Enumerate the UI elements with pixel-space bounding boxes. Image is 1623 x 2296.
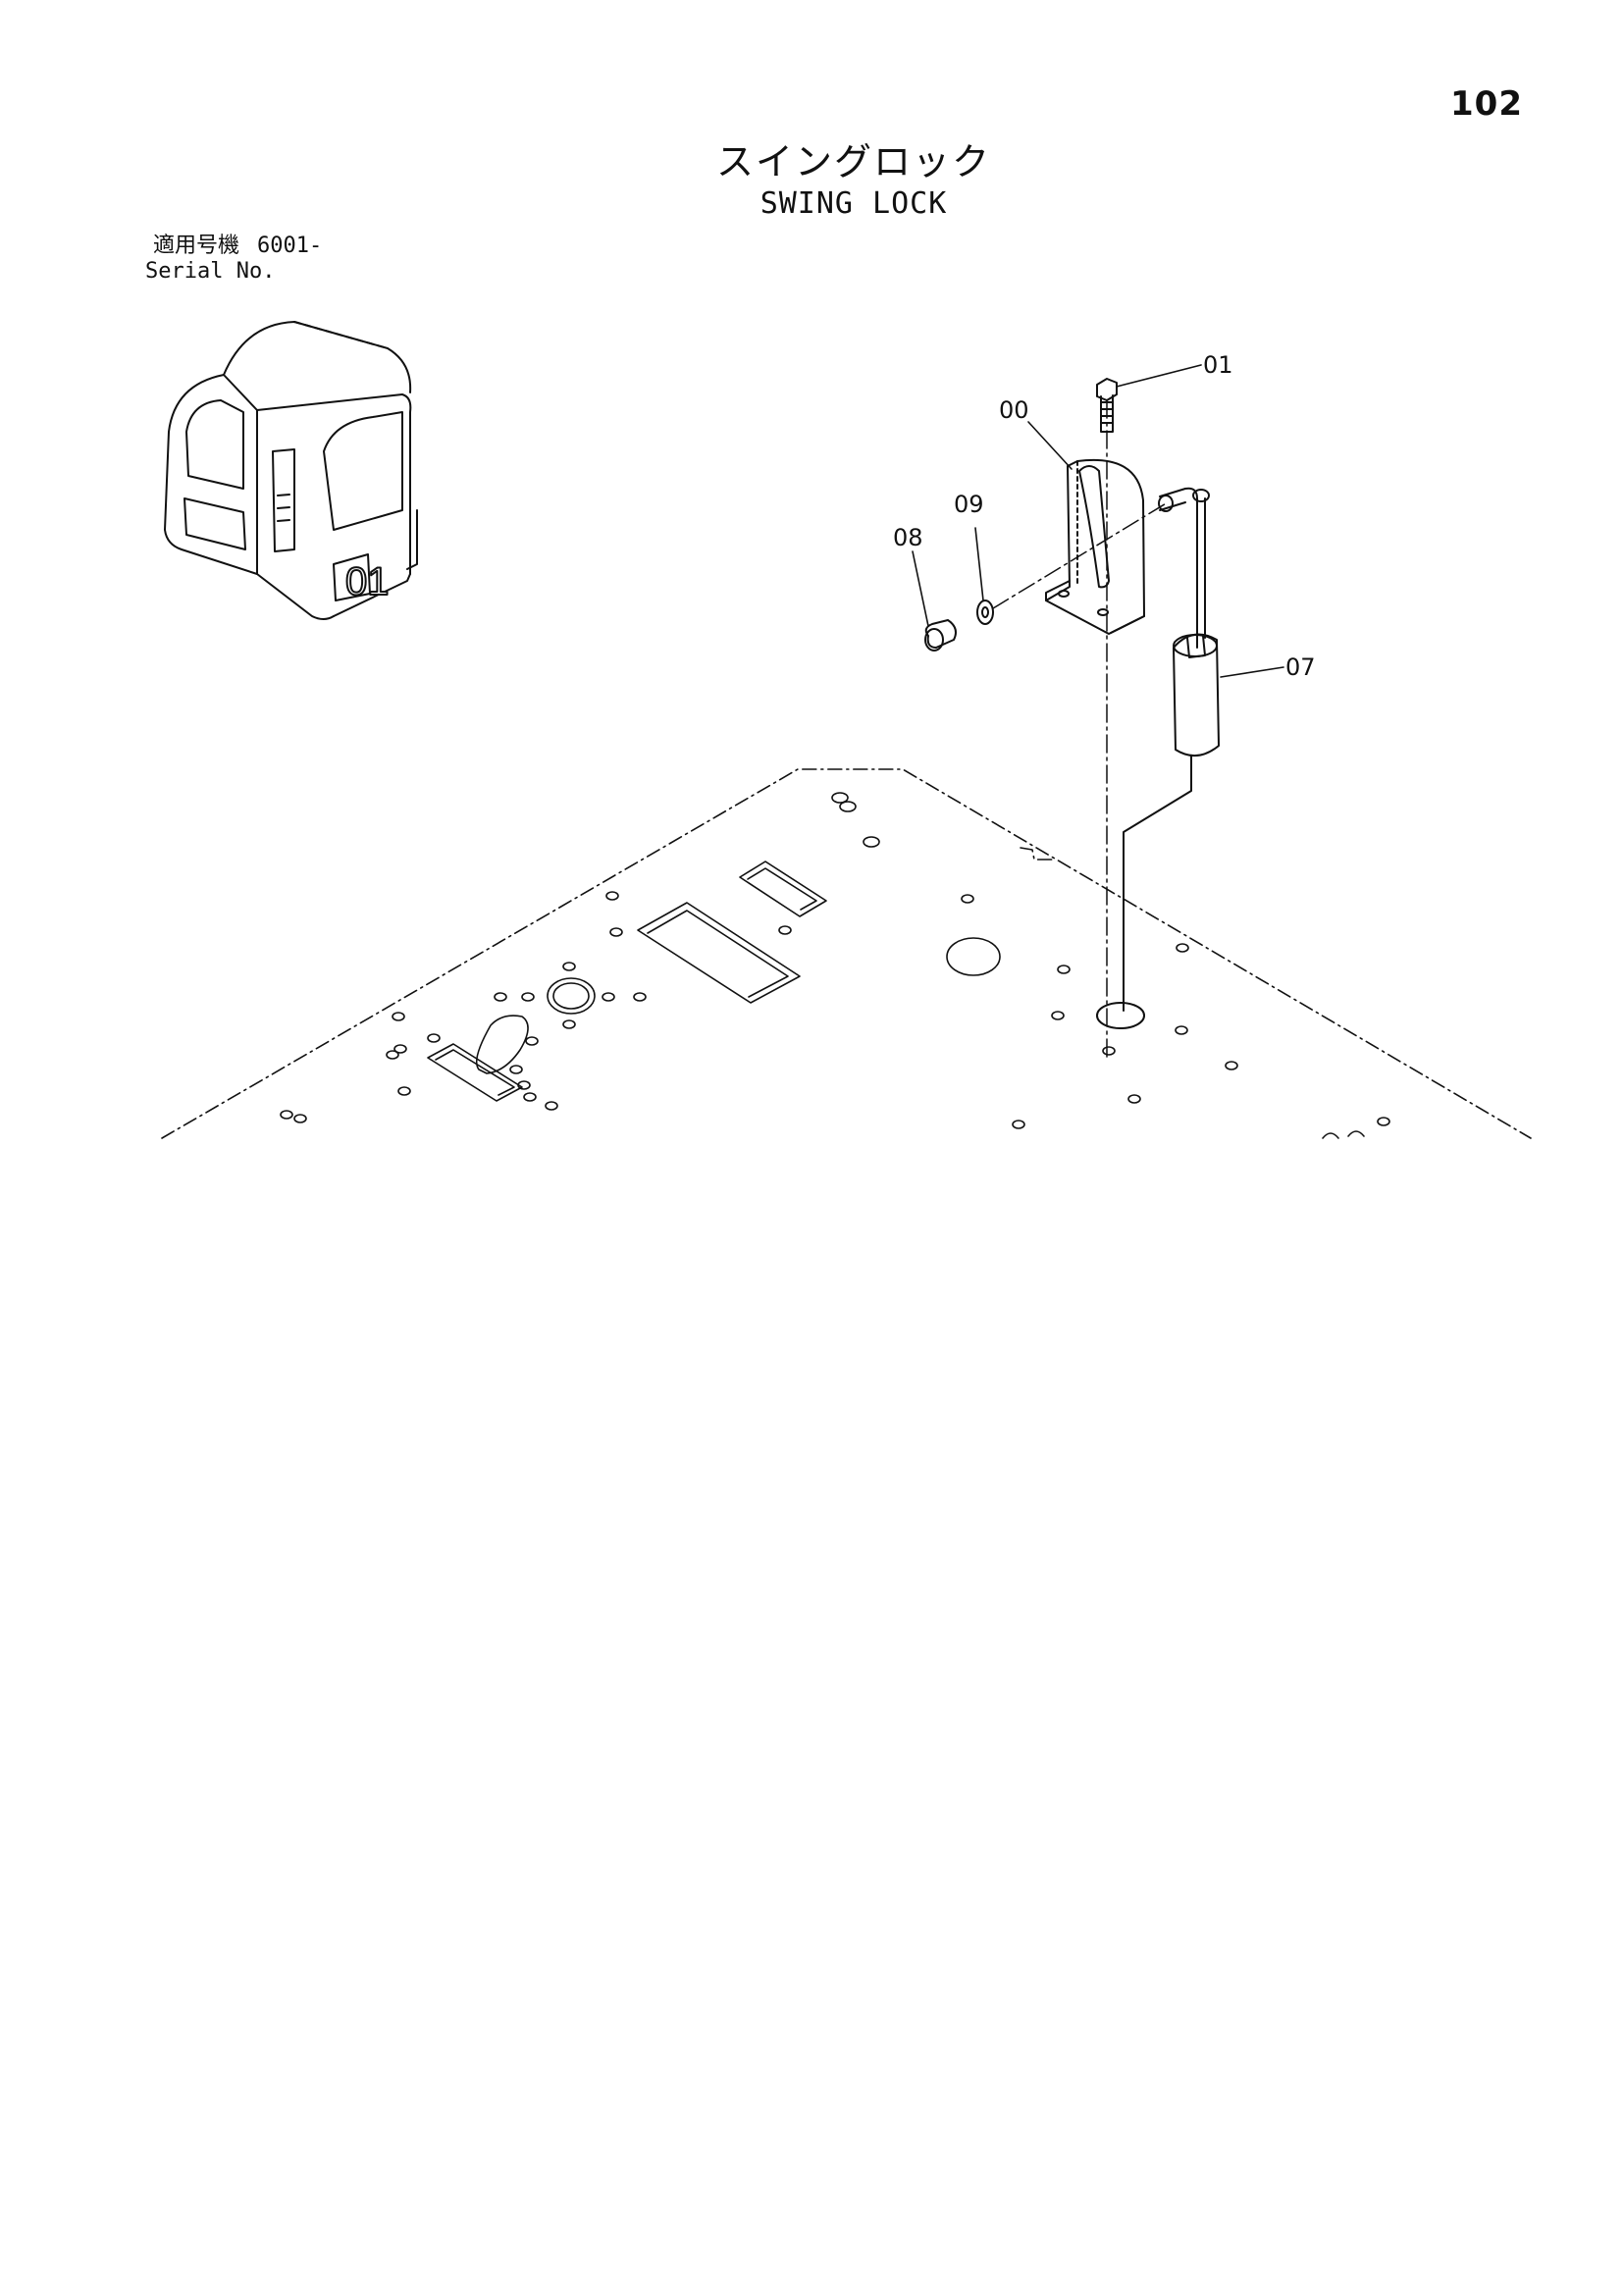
title-japanese: スイングロック xyxy=(715,140,991,183)
callout-00: 00 xyxy=(999,396,1029,424)
pin-part-07 xyxy=(1123,487,1220,1012)
serial-label-english: Serial No. xyxy=(145,259,276,284)
callout-08: 08 xyxy=(893,524,923,551)
floor-plate xyxy=(161,768,1532,1139)
callout-07: 07 xyxy=(1285,653,1316,681)
page-number: 102 xyxy=(1450,84,1523,124)
serial-block: 適用号機 6001- Serial No. xyxy=(145,234,322,285)
serial-label-japanese: 適用号機 xyxy=(153,234,240,258)
floor-plate-features xyxy=(280,792,1390,1139)
serial-value: 6001- xyxy=(257,234,323,258)
washer-part-09 xyxy=(976,600,994,625)
assembly-lines xyxy=(992,399,1169,1061)
floor-hole xyxy=(1096,1002,1145,1029)
title-english: SWING LOCK xyxy=(759,186,948,221)
cap-part-08 xyxy=(924,619,957,652)
callout-09: 09 xyxy=(954,491,984,518)
cab-number-marking: 01 xyxy=(345,560,390,603)
cab-thumbnail: 01 xyxy=(164,321,418,620)
callout-01: 01 xyxy=(1203,351,1233,379)
bracket-part-00 xyxy=(1045,458,1145,635)
leader-lines xyxy=(912,364,1284,678)
